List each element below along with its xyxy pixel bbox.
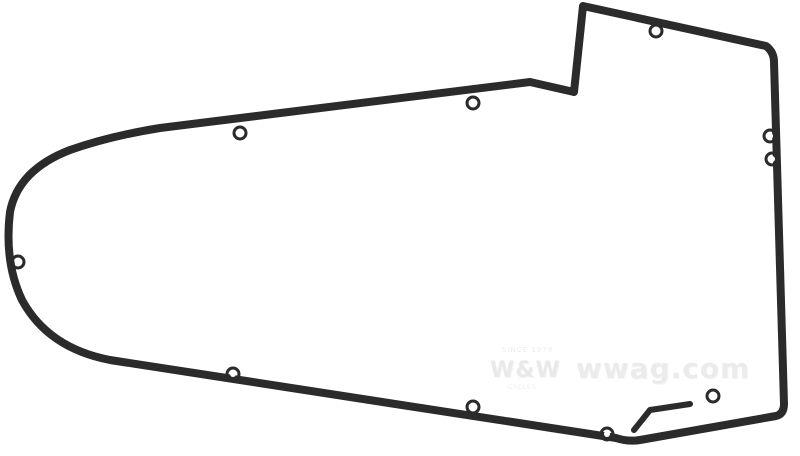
watermark-site: wwag.com [576, 352, 751, 385]
bolt-hole [648, 23, 664, 39]
bolt-hole [705, 388, 721, 404]
logo-text: W&W [490, 358, 561, 383]
bolt-hole [599, 426, 615, 442]
bolt-hole [232, 125, 248, 141]
bolt-holes [10, 23, 780, 442]
bolt-hole [465, 399, 481, 415]
logo-subtext: CYCLES [508, 384, 537, 391]
brand-logo: SINCE 1979 W&W CYCLES [488, 346, 562, 391]
bolt-hole [465, 95, 481, 111]
bolt-hole [225, 366, 241, 382]
bolt-hole [762, 128, 778, 144]
bolt-hole [10, 254, 26, 270]
gasket-notch [631, 401, 693, 433]
logo-tagline: SINCE 1979 [502, 346, 554, 354]
bolt-hole [764, 151, 780, 167]
watermark: SINCE 1979 W&W CYCLES wwag.com [488, 342, 778, 402]
gasket-outline [4, 2, 788, 445]
